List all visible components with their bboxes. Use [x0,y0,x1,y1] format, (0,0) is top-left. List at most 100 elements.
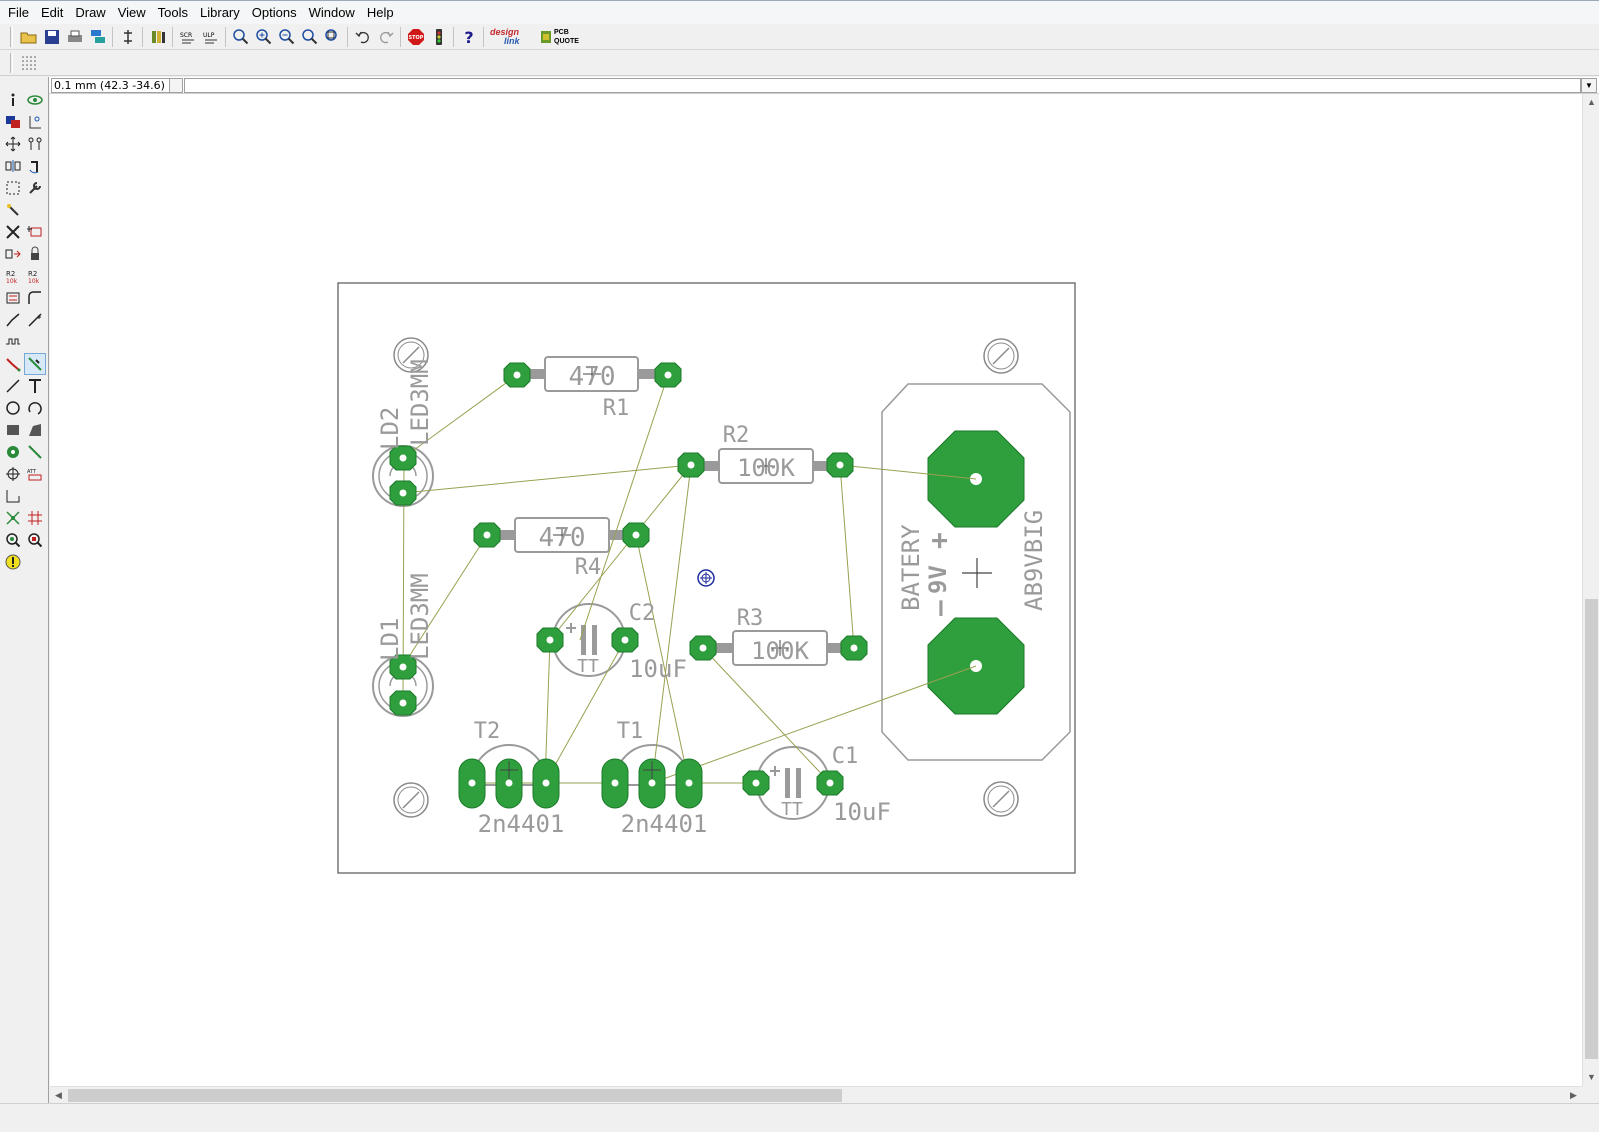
command-input[interactable] [184,78,1581,93]
mark-icon [29,116,41,129]
menu-view[interactable]: View [117,4,146,20]
scroll-down-arrow-icon[interactable]: ▼ [1587,1072,1596,1082]
print-button[interactable] [63,26,86,48]
design-link-button[interactable]: design link [490,26,520,46]
split-tool[interactable] [2,309,24,331]
drc-tool[interactable] [24,529,46,551]
display-tool[interactable] [2,111,24,133]
autorouter-grid-icon [28,511,42,525]
horizontal-scroll-thumb[interactable] [68,1089,842,1102]
menu-window[interactable]: Window [308,4,355,20]
undo-button[interactable] [351,26,374,48]
menu-help[interactable]: Help [366,4,394,20]
rotate-tool[interactable] [24,155,46,177]
zoom-redraw-button[interactable] [298,26,321,48]
errors-tool[interactable] [2,551,24,573]
save-button[interactable] [40,26,63,48]
replace-tool[interactable] [2,243,24,265]
t2-name: T2 [474,719,501,744]
stop-button[interactable]: STOP [404,26,427,48]
scroll-right-arrow-icon[interactable]: ▶ [1570,1090,1577,1100]
signal-tool[interactable] [24,441,46,463]
meander-tool[interactable] [2,331,24,353]
move-tool[interactable] [2,133,24,155]
toolbar-grip[interactable] [10,26,13,47]
optimize-tool[interactable] [24,309,46,331]
info-tool[interactable] [2,89,24,111]
hole-tool[interactable] [2,463,24,485]
zoom-out-button[interactable] [275,26,298,48]
copy-tool[interactable] [24,133,46,155]
toolbar-grip[interactable] [10,53,13,73]
mounting-holes [393,337,1019,818]
menu-file[interactable]: File [8,4,29,20]
zoom-out-icon [278,28,294,44]
via-tool[interactable] [2,441,24,463]
change-tool[interactable] [24,177,46,199]
open-button[interactable] [17,26,40,48]
arc-tool[interactable] [24,397,46,419]
ratsnest-tool[interactable] [2,507,24,529]
t2-value: 2n4401 [478,810,565,838]
add-tool[interactable] [24,221,46,243]
grid-button[interactable] [17,52,40,74]
miter-tool[interactable] [24,287,46,309]
menu-draw[interactable]: Draw [75,4,106,20]
ripup-tool[interactable] [24,353,46,375]
go-button[interactable] [427,26,450,48]
zoom-select-button[interactable] [321,26,344,48]
wire-tool[interactable] [2,375,24,397]
text-tool[interactable] [24,375,46,397]
erc-tool[interactable] [2,529,24,551]
svg-text:10k: 10k [28,278,40,284]
coordinate-display: 0.1 mm (42.3 -34.6) [51,78,173,93]
board-editor-canvas[interactable]: 470 R1 R2 100K 470 R4 R3 100K C2 TT 10uF… [50,94,1582,1086]
ld1-value: LED3MM [406,573,434,660]
route-tool[interactable] [2,353,24,375]
redo-icon [379,31,393,43]
lock-tool[interactable] [24,243,46,265]
cam-processor-button[interactable] [86,26,109,48]
use-library-button[interactable] [146,26,169,48]
help-button[interactable]: ? [457,26,480,48]
vertical-scroll-thumb[interactable] [1585,599,1598,1059]
mirror-tool[interactable] [2,155,24,177]
horizontal-scrollbar[interactable]: ◀ ▶ [50,1086,1582,1103]
resistor-leads [498,369,844,653]
zoom-fit-button[interactable] [229,26,252,48]
ulp-icon: ULP [203,32,217,43]
printer-icon [67,30,82,42]
scroll-left-arrow-icon[interactable]: ◀ [55,1090,62,1100]
command-dropdown-button[interactable]: ▼ [1581,78,1597,93]
menu-edit[interactable]: Edit [40,4,64,20]
redo-button[interactable] [374,26,397,48]
circle-tool[interactable] [2,397,24,419]
menu-options[interactable]: Options [251,4,297,20]
pcb-quote-button[interactable]: PCB QUOTE [540,28,579,46]
dimension-tool[interactable] [2,485,24,507]
mark-tool[interactable] [24,111,46,133]
menu-tools[interactable]: Tools [157,4,189,20]
smash-tool[interactable] [2,287,24,309]
zoom-in-button[interactable] [252,26,275,48]
rect-tool[interactable] [2,419,24,441]
ulp-button[interactable]: ULP [199,26,222,48]
show-tool[interactable] [24,89,46,111]
board-schematic-switch-button[interactable] [116,26,139,48]
transistor-pads [458,758,703,809]
script-button[interactable]: SCR [176,26,199,48]
c2-name: C2 [629,601,656,626]
group-tool[interactable] [2,177,24,199]
attribute-tool[interactable]: ATT [24,463,46,485]
r3-name: R3 [737,606,764,631]
menu-library[interactable]: Library [200,4,240,20]
polygon-tool[interactable] [24,419,46,441]
command-history-button[interactable] [169,78,183,93]
delete-tool[interactable] [2,221,24,243]
autorouter-tool[interactable] [24,507,46,529]
scroll-up-arrow-icon[interactable]: ▲ [1587,97,1596,107]
vertical-scrollbar[interactable]: ▲ ▼ [1582,94,1599,1086]
paste-tool[interactable] [2,199,24,221]
